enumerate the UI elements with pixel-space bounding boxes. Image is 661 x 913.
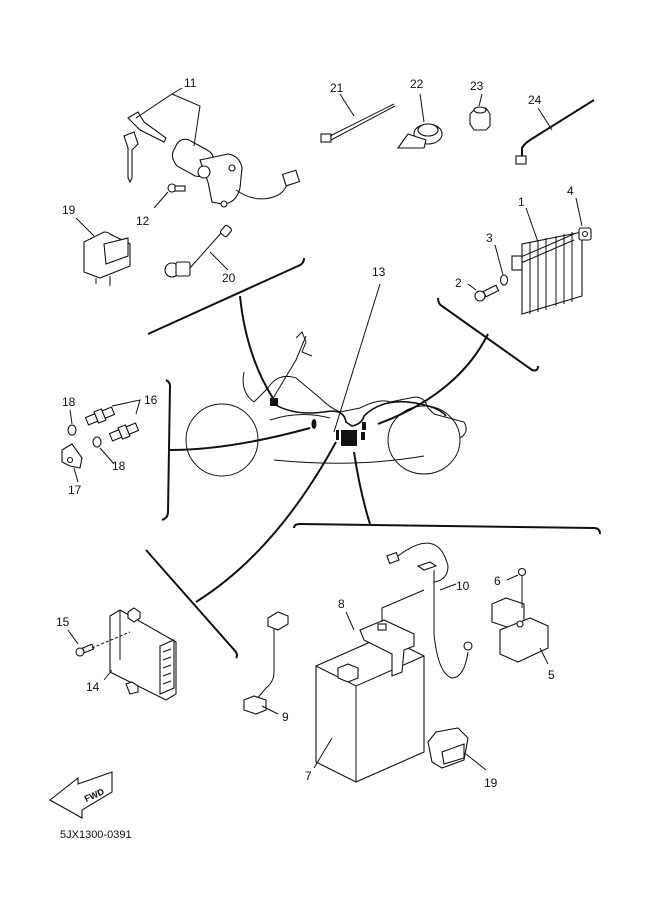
switch-pair-part[interactable] [84,405,140,443]
bolt-6-part [517,567,527,608]
harness-route-right [377,333,489,425]
screw-12-part [167,183,186,193]
callout-23: 22 [410,77,424,91]
leader-25 [537,107,553,131]
lead-25-part[interactable] [515,99,595,165]
callout-25: 24 [528,93,542,107]
callout-16: 16 [144,393,158,407]
harness-route-left [169,427,311,451]
callout-5: 5 [548,668,555,682]
leader-10 [439,583,457,591]
nut-4-part [578,227,592,241]
callout-7: 7 [305,769,312,783]
callout-10: 10 [456,579,470,593]
callout-19: 19 [62,203,76,217]
leader-18b [99,447,115,465]
leader-21 [209,251,229,271]
leader-6 [506,574,519,581]
relay-20-part[interactable] [427,727,469,769]
group-bracket-bottom [293,522,601,535]
holder-part[interactable] [469,106,491,131]
harness-route-down [195,441,337,603]
callout-24: 23 [470,79,484,93]
washer-3-part [499,274,509,286]
harness-route-bottom [353,451,371,525]
callout-9: 9 [282,710,289,724]
leader-18a [69,409,73,425]
callout-8: 8 [338,597,345,611]
leader-12 [153,191,169,209]
leader-3 [494,244,504,276]
callout-12: 12 [136,214,150,228]
group-bracket-left [161,379,172,521]
leader-1 [525,207,539,243]
leader-17 [73,467,79,483]
sensor-lead-part[interactable] [164,224,233,278]
callout-20: 19 [484,776,498,790]
callout-18a: 18 [62,395,76,409]
screw-15-part [75,643,95,657]
callout-17: 17 [68,483,82,497]
callout-21: 20 [222,271,236,285]
bolt-2-part [474,284,500,302]
battery-plus-lead-part[interactable] [386,542,473,679]
callout-4: 4 [567,184,574,198]
leader-23 [419,93,425,123]
group-bracket-top-left [147,257,305,335]
callout-3: 3 [486,231,493,245]
leader-13 [333,283,381,433]
leader-8 [345,611,355,631]
callout-15: 15 [56,615,70,629]
leader-15 [91,631,131,649]
flasher-relay-part[interactable] [83,231,131,286]
rectifier-regulator-part[interactable] [511,231,583,315]
drawing-code: 5JX1300-0391 [60,829,132,841]
callout-22: 21 [330,81,344,95]
cable-tie-part[interactable] [320,103,396,143]
callout-2: 2 [455,276,462,290]
bracket-17-part [61,443,83,469]
leader-2 [467,283,477,291]
leader-9 [261,705,279,715]
leader-15-label [67,629,79,645]
callout-11: 11 [184,76,197,90]
leader-11 [135,87,201,147]
leader-14 [103,669,113,681]
forward-direction-arrow: FWD [49,771,113,819]
main-switch-part[interactable] [171,138,301,208]
igniter-unit-part[interactable] [109,607,177,701]
callout-6: 6 [494,574,501,588]
harness-route-top [239,295,275,401]
callout-13: 13 [372,265,386,279]
clamp-part[interactable] [396,123,443,149]
battery-minus-lead-part[interactable] [243,611,289,715]
starter-relay-part[interactable] [491,597,549,663]
leader-24 [478,93,483,107]
leader-20 [465,753,487,771]
callout-14: 14 [86,680,100,694]
group-bracket-mid-left [145,549,238,659]
battery-band-part[interactable] [359,619,415,677]
key-set [123,111,167,184]
leader-19 [75,217,95,237]
leader-8-link [381,589,425,622]
leader-5 [539,647,549,665]
washer-18a-part [67,424,77,436]
leader-22 [339,93,355,117]
leader-16 [111,399,141,415]
wire-harness-part[interactable] [270,398,447,446]
leader-7 [313,737,333,769]
callout-18b: 18 [112,459,126,473]
motorcycle-silhouette [185,331,467,477]
battery-part[interactable] [315,635,425,783]
leader-4 [575,197,583,227]
washer-18b-part [92,436,102,448]
callout-1: 1 [518,195,525,209]
